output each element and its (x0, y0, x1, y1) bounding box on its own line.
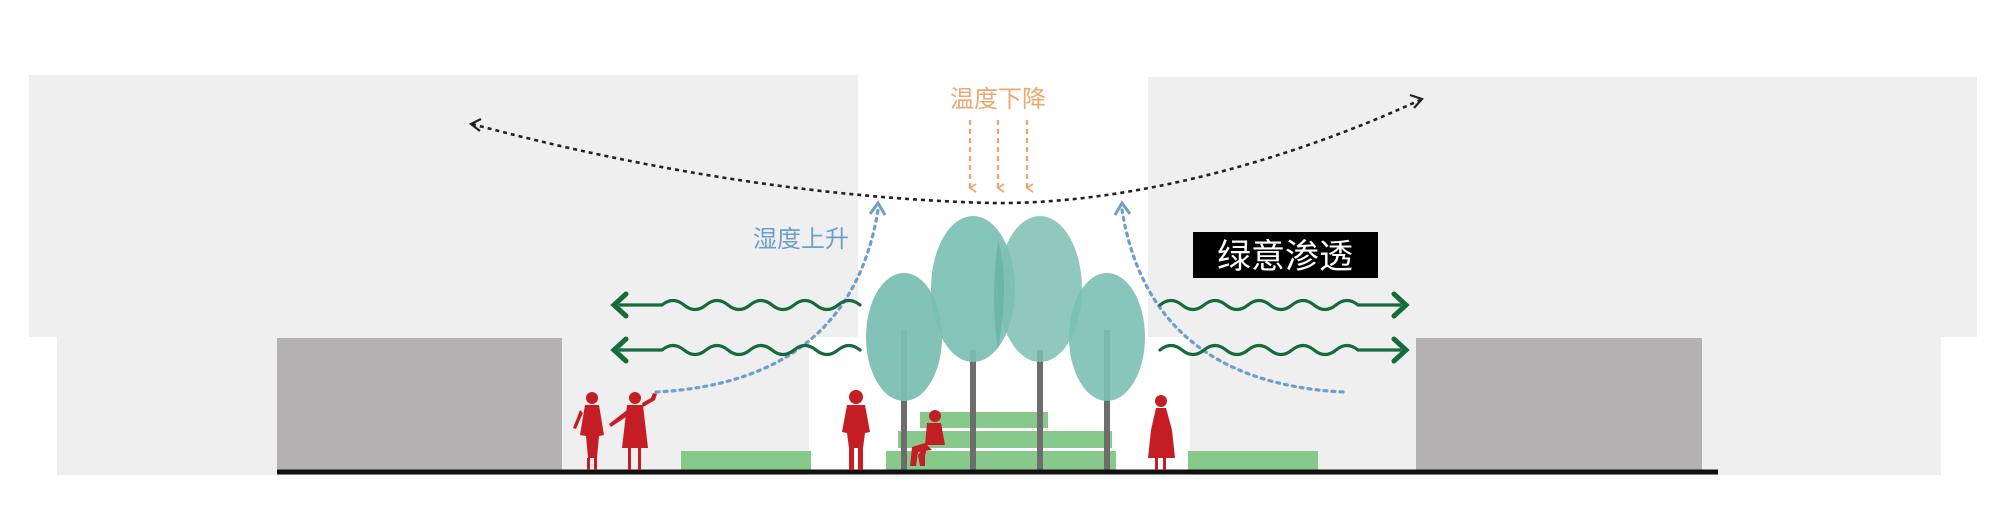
temperature-drop-label: 温度下降 (950, 85, 1046, 113)
shop-block-right (1416, 338, 1702, 473)
trees (866, 216, 1145, 470)
humidity-rise-label: 湿度上升 (753, 225, 849, 253)
person-icon (910, 410, 945, 466)
planter-step-1 (886, 451, 1116, 470)
person-icon (1148, 395, 1175, 470)
tree-icon (1069, 273, 1145, 470)
wave-arrow-icon (610, 336, 862, 364)
people (573, 390, 1175, 470)
person-icon (842, 390, 870, 470)
humidity-curve-left (654, 208, 880, 394)
humidity-curve-right (1120, 208, 1345, 394)
upper-building-right (1148, 77, 1977, 337)
wave-arrow-icon (1158, 336, 1410, 364)
humidity-rise-arrows (654, 200, 1345, 394)
shop-block-left (277, 338, 562, 473)
person-icon (609, 392, 657, 470)
grass-patch-left (681, 451, 811, 470)
green-penetration-badge (1193, 232, 1378, 278)
planter-step-3 (920, 412, 1048, 428)
tree-icon (998, 216, 1082, 470)
green-penetration-label: 绿意渗透 (1217, 237, 1353, 277)
grass-planters (681, 412, 1318, 470)
grass-patch-right (1188, 451, 1318, 470)
tree-icon (866, 273, 942, 470)
person-icon (573, 392, 604, 470)
wave-arrow-icon (1158, 291, 1410, 319)
green-waves (610, 291, 1410, 364)
wave-arrow-icon (610, 291, 862, 319)
tree-icon (931, 216, 1015, 470)
planter-step-2 (898, 431, 1112, 448)
upper-building-masses (29, 75, 1977, 337)
airflow-arrow-icon (468, 93, 1424, 205)
temperature-drop-arrows (968, 120, 1034, 193)
upper-building-left (29, 75, 858, 337)
